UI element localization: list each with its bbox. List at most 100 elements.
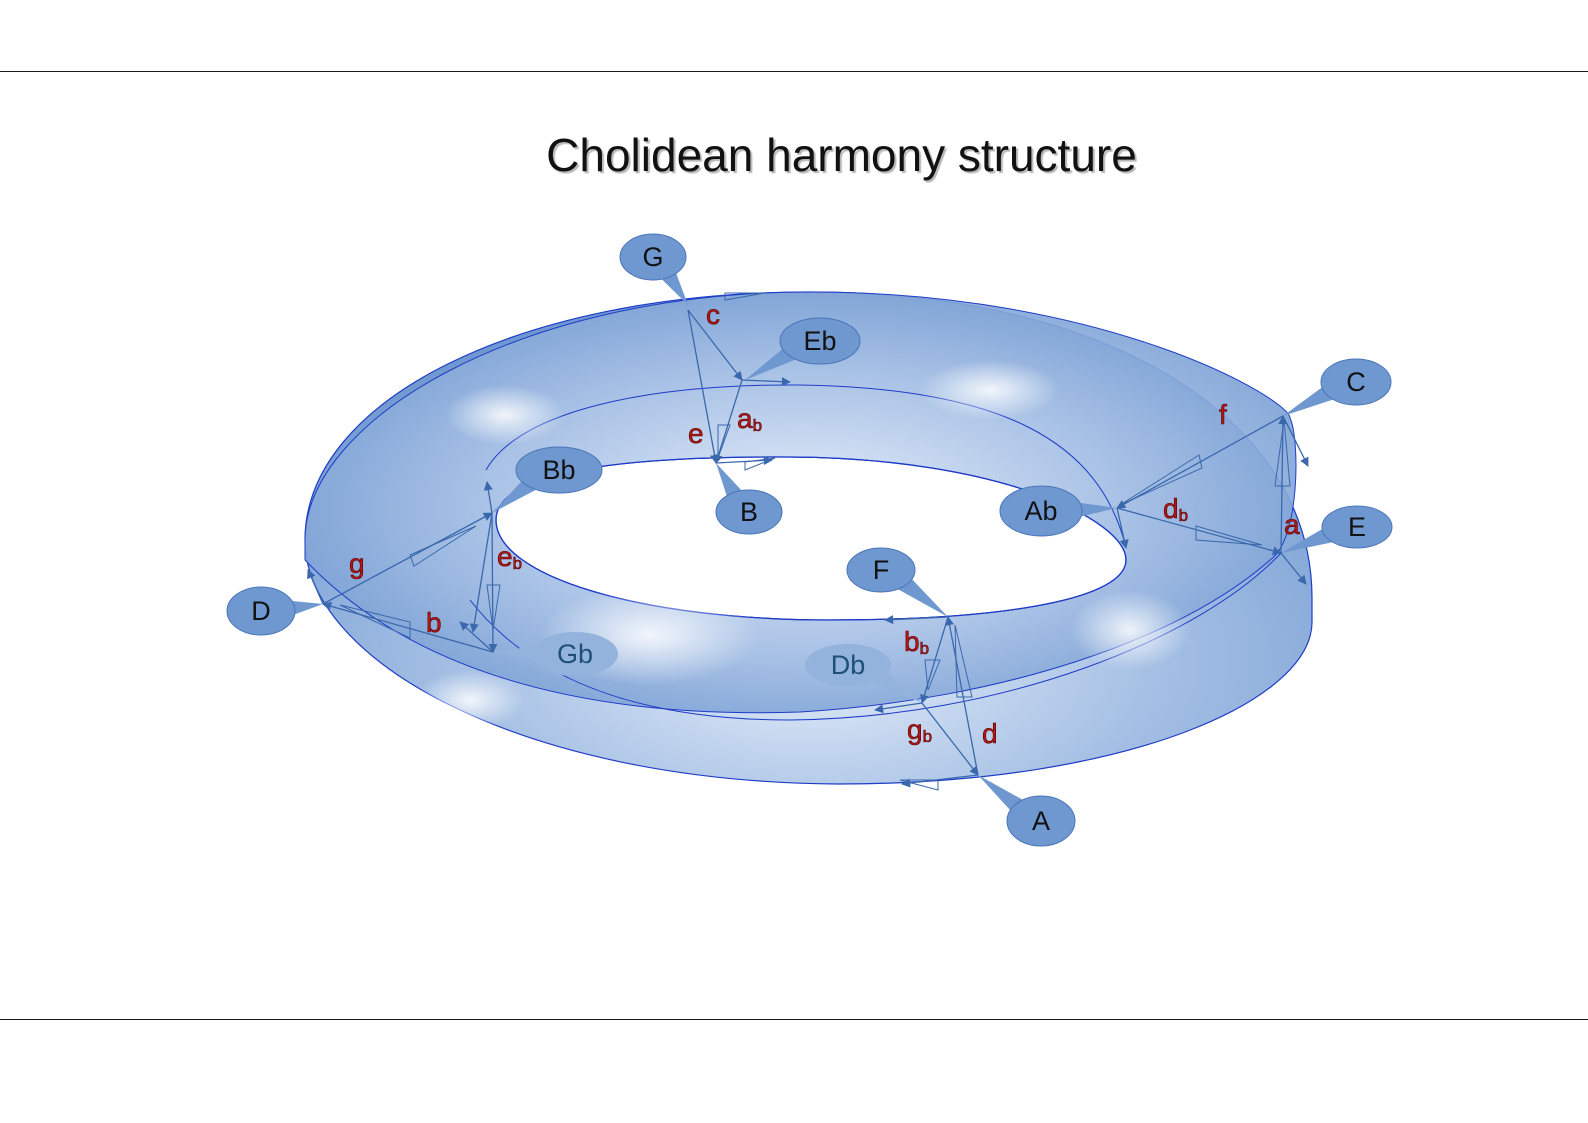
edge-arrow [1280,552,1307,585]
edge-wedge [409,525,477,567]
node-label: Gb [557,639,593,669]
node-bubble [999,485,1083,537]
edge-arrow [1116,507,1282,556]
edge-label-main: b [904,626,920,657]
edge-wedge [744,457,776,471]
edge-wedge [924,659,941,691]
node-g: G [619,233,688,305]
edge-label-main: c [706,299,720,330]
edge-label-main: a [1284,509,1300,540]
node-bubble [1006,795,1076,847]
node-bubble [805,644,891,686]
edge-arrow [459,621,494,653]
edge-wedge [954,624,973,698]
node-ab: Ab [999,485,1117,537]
node-label: Db [831,650,866,680]
edge-arrow [1116,507,1129,549]
edge-arrow [687,309,743,381]
node-bubble [1321,505,1393,549]
edge-label-subscript: b [753,416,762,435]
edge-label-main: d [982,718,998,749]
edge-label: g [349,548,365,579]
edge-arrow [483,481,493,514]
node-label: A [1032,806,1050,836]
edge-arrow [1278,415,1288,554]
node-bb: Bb [492,446,603,513]
node-label: Eb [803,326,836,356]
edge-label-subscript: b [923,727,932,746]
node-label: Bb [542,455,575,485]
edge-wedge [1119,454,1203,506]
edge-label-main: b [426,607,442,638]
edge-label-main: e [497,541,513,572]
edge-wedge [724,292,766,301]
node-label: G [642,242,663,272]
edge-wedge [717,424,731,459]
node-label: F [873,555,890,585]
edge-arrow [1116,415,1284,509]
node-bubble [846,547,916,593]
edge-label-main: d [1163,493,1179,524]
node-b: B [715,463,783,535]
top-rule [0,71,1588,72]
edge-label: bb [904,626,929,658]
edge-label: a [1284,509,1300,540]
node-db: Db [805,644,922,703]
edge-label: c [706,299,720,330]
edge-label-subscript: b [1179,506,1188,525]
edge-wedge [1195,525,1263,546]
edge-arrow [884,615,949,625]
edge-arrow [322,601,494,653]
edge-label: e [688,418,704,449]
edge-label-subscript: b [513,554,522,573]
edge-wedge [899,779,939,791]
edge-label-subscript: b [920,639,929,658]
edge-wedge [1274,419,1291,487]
node-label: E [1348,512,1366,542]
edge-arrow [322,512,493,605]
diagram-title: Cholidean harmony structure [546,129,1137,181]
edge-label: db [1163,493,1188,525]
node-label: Ab [1024,496,1057,526]
node-bubble [515,446,603,494]
edge-wedge [486,584,501,631]
edge-arrows [307,309,1309,788]
node-e: E [1281,505,1393,553]
node-eb: Eb [745,317,861,380]
node-label: C [1346,367,1366,397]
edge-arrow [687,309,720,464]
node-c: C [1283,358,1392,416]
node-bubble [1320,358,1392,406]
edge-arrow [714,379,743,464]
edge-arrow [715,455,773,465]
highlight [415,670,525,730]
edge-arrow [741,377,791,387]
edge-arrow [901,774,979,788]
edge-wedge [339,604,411,639]
edge-label: ab [737,403,762,435]
node-bubble [226,586,296,636]
node-bubble [779,317,861,365]
node-bubble [532,632,618,676]
edge-label: eb [497,541,522,573]
edge-label-main: f [1219,399,1227,430]
node-bubble [619,233,687,281]
edge-label: b [426,607,442,638]
node-a: A [978,775,1076,847]
edge-label: f [1219,399,1227,430]
node-gb: Gb [493,632,618,676]
edge-label-main: a [737,403,753,434]
edge-arrow [1282,415,1309,467]
bottom-rule [0,1019,1588,1020]
edge-wedges [339,292,1291,791]
edge-label-main: g [907,714,923,745]
edge-arrow [874,702,923,714]
node-bubbles: G EbC Bb B AbE D F Gb DbA [226,233,1393,847]
highlight [920,360,1060,420]
edge-label: d [982,718,998,749]
node-label: D [251,596,271,626]
edge-arrow [921,702,979,776]
edge-arrow [469,512,493,633]
